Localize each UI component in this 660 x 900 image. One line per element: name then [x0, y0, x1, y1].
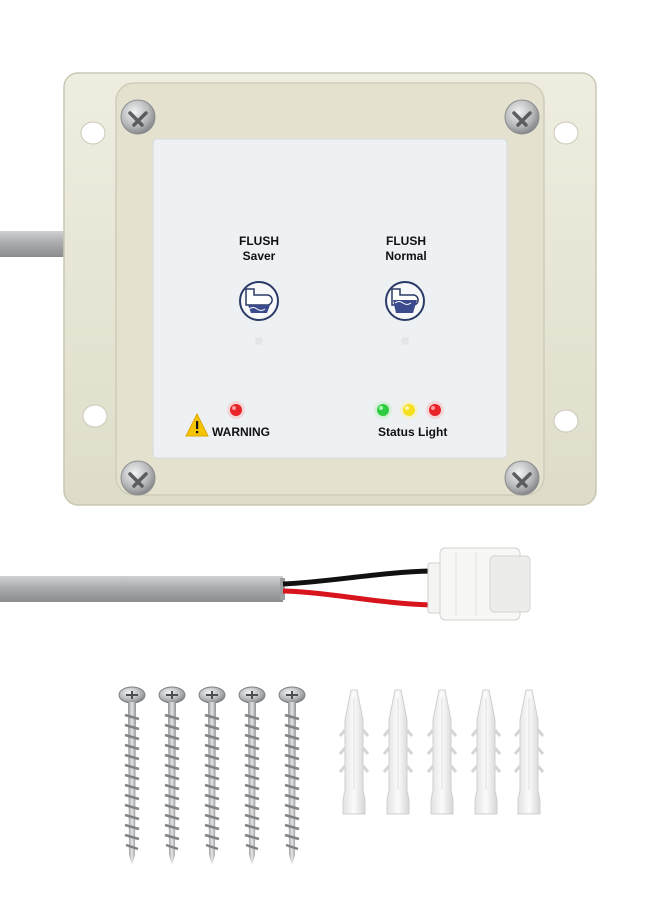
screw-icon [278, 686, 306, 865]
screw-icon [198, 686, 226, 865]
normal-label: FLUSH Normal [366, 234, 446, 264]
flush-saver-button[interactable] [239, 281, 279, 321]
saver-label: FLUSH Saver [219, 234, 299, 264]
anchor-icon [513, 689, 545, 815]
warning-label: WARNING [212, 425, 270, 439]
toilet-normal-icon[interactable] [385, 281, 425, 345]
mounting-screws [118, 686, 306, 865]
status-led-red [426, 401, 444, 419]
saver-line1: FLUSH [239, 234, 279, 248]
normal-line2: Normal [385, 249, 427, 263]
toilet-saver-icon[interactable] [239, 281, 279, 345]
normal-line1: FLUSH [386, 234, 426, 248]
wall-anchors [338, 689, 545, 815]
saver-line2: Saver [242, 249, 276, 263]
anchor-icon [338, 689, 370, 815]
anchor-icon [470, 689, 502, 815]
mount-hole-bottom-right [553, 409, 579, 433]
bottom-cable [0, 568, 433, 608]
status-light-label: Status Light [378, 425, 448, 439]
corner-screw-icon [120, 99, 540, 496]
wire-connector [427, 547, 531, 621]
mount-hole-bottom-left [82, 404, 108, 428]
mount-hole-top-right [553, 121, 579, 145]
mount-hole-top-left [80, 121, 106, 145]
warning-led [227, 401, 245, 419]
top-cable [0, 231, 72, 257]
warning-triangle-icon [185, 412, 209, 437]
status-led-green [374, 401, 392, 419]
status-led-yellow [400, 401, 418, 419]
screw-icon [238, 686, 266, 865]
anchor-icon [426, 689, 458, 815]
anchor-icon [382, 689, 414, 815]
screw-icon [158, 686, 186, 865]
front-panel [152, 138, 508, 459]
flush-normal-button[interactable] [385, 281, 425, 321]
screw-icon [118, 686, 146, 865]
